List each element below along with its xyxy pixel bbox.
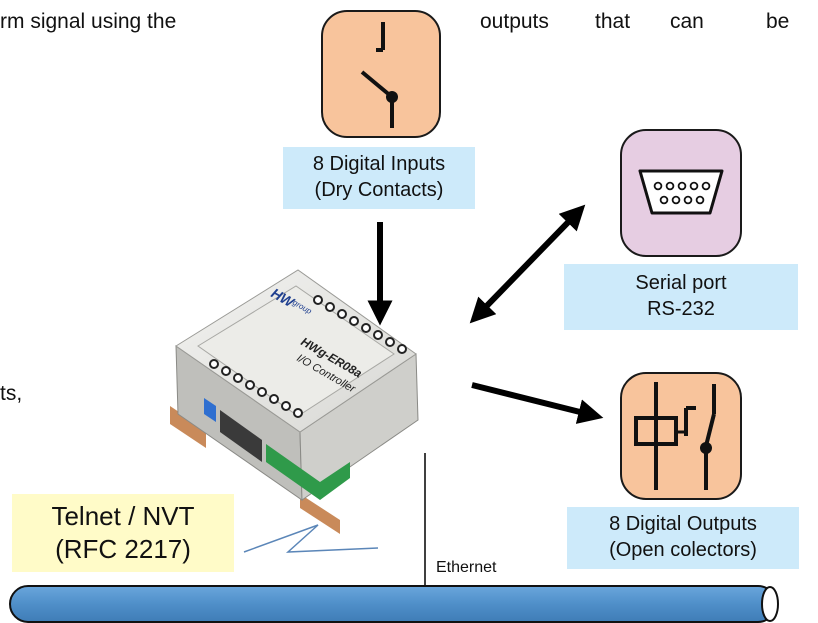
arrow-device-serial <box>469 204 586 324</box>
digital-outputs-line1: 8 Digital Outputs <box>609 513 757 535</box>
telnet-line2: (RFC 2217) <box>55 534 191 564</box>
top-text-word-can: can <box>670 10 704 33</box>
serial-port-tile <box>620 129 742 257</box>
side-text: ts, <box>0 382 23 405</box>
top-text-left: rm signal using the <box>0 10 177 33</box>
digital-outputs-label: 8 Digital Outputs (Open colectors) <box>567 507 799 569</box>
serial-port-line2: RS-232 <box>647 298 715 320</box>
digital-inputs-line1: 8 Digital Inputs <box>312 153 446 175</box>
digital-outputs-line2: (Open colectors) <box>609 539 757 561</box>
serial-port-line1: Serial port <box>635 272 727 294</box>
top-text-word-that: that <box>595 10 631 33</box>
db9-connector-icon <box>638 169 724 215</box>
digital-inputs-tile <box>321 10 441 138</box>
digital-inputs-label: 8 Digital Inputs (Dry Contacts) <box>283 147 475 209</box>
serial-port-label: Serial port RS-232 <box>564 264 798 330</box>
ethernet-label: Ethernet <box>436 559 497 576</box>
io-controller-device <box>170 269 419 534</box>
telnet-line1: Telnet / NVT <box>51 501 195 531</box>
arrow-device-to-outputs <box>471 382 604 424</box>
top-text-word-be: be <box>766 10 790 33</box>
telnet-link-zigzag <box>243 524 379 553</box>
digital-inputs-line2: (Dry Contacts) <box>314 179 444 201</box>
switch-contact-icon <box>360 22 398 128</box>
ethernet-cable <box>9 585 779 623</box>
top-text-word-outputs: outputs <box>480 10 549 33</box>
digital-outputs-tile <box>620 372 742 500</box>
telnet-label: Telnet / NVT (RFC 2217) <box>12 494 234 572</box>
relay-icon <box>634 382 716 490</box>
